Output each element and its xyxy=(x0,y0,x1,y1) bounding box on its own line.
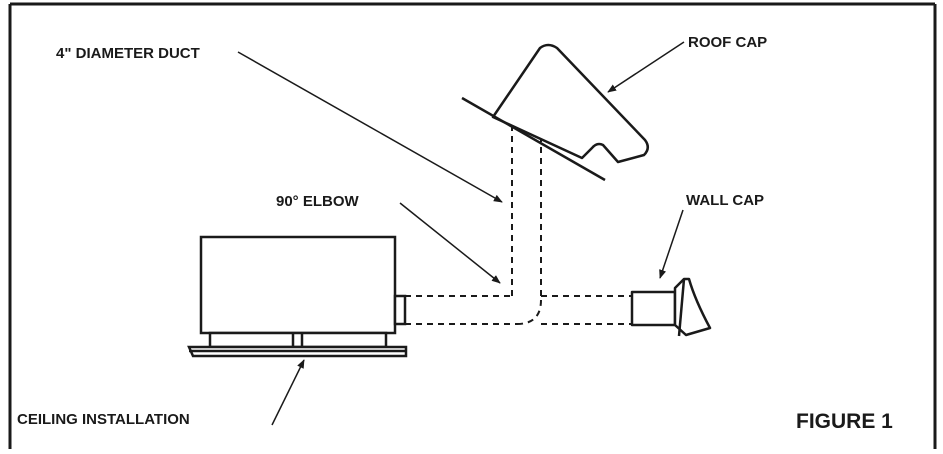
ceiling-fan-unit xyxy=(187,235,408,358)
elbow-label: 90° ELBOW xyxy=(276,193,360,210)
roof-cap-label: ROOF CAP xyxy=(688,34,767,51)
figure-frame xyxy=(8,2,937,449)
duct-run xyxy=(405,120,632,325)
figure-title: FIGURE 1 xyxy=(796,410,893,433)
wall-cap xyxy=(630,277,712,337)
wall-cap-label: WALL CAP xyxy=(686,192,764,209)
leader-lines xyxy=(237,41,685,426)
duct-label: 4" DIAMETER DUCT xyxy=(56,45,200,62)
ceiling-installation-label: CEILING INSTALLATION xyxy=(17,411,190,428)
roof-cap xyxy=(461,43,649,182)
